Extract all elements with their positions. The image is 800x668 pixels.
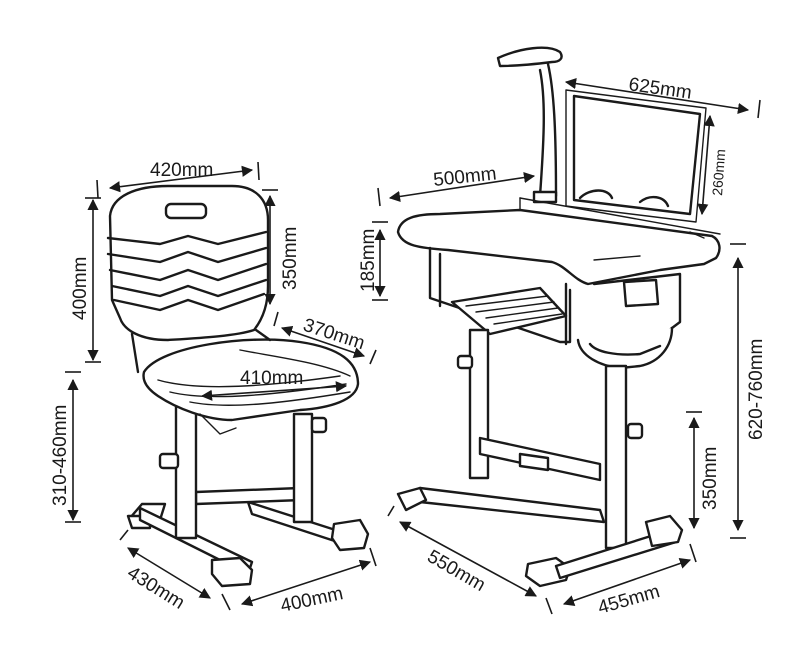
desk-base bbox=[396, 452, 684, 588]
label-desk-top-thickness: 185mm bbox=[358, 229, 379, 292]
desk-reading-board bbox=[565, 89, 707, 223]
desk-shelf bbox=[428, 246, 682, 370]
label-desk-board-height: 260mm bbox=[709, 149, 728, 197]
dim-line-chair-seat-width bbox=[200, 381, 348, 401]
label-desk-top-width: 500mm bbox=[432, 163, 497, 191]
dim-line-chair-seat-depth bbox=[280, 325, 366, 359]
label-desk-leg-height: 350mm bbox=[700, 447, 721, 510]
dim-line-chair-base-width bbox=[240, 559, 372, 607]
label-desk-base-width: 455mm bbox=[596, 581, 663, 619]
dim-line-desk-board-height bbox=[697, 114, 715, 216]
dim-line-chair-base-depth bbox=[127, 547, 211, 599]
desk-lamp bbox=[496, 46, 563, 204]
desk-top bbox=[396, 197, 721, 286]
label-chair-seat-height: 310-460mm bbox=[50, 405, 71, 506]
label-chair-base-depth: 430mm bbox=[123, 562, 188, 613]
dim-line-chair-back-width bbox=[108, 165, 254, 193]
desk-dimensions: 625mm 260mm 500mm 185mm 620-760mm 350mm … bbox=[358, 74, 767, 619]
desk-drawing bbox=[396, 46, 721, 588]
label-chair-back-height: 350mm bbox=[280, 227, 301, 290]
chair-posts bbox=[158, 398, 328, 540]
dim-line-desk-base-width bbox=[562, 558, 692, 606]
chair-backrest bbox=[106, 184, 272, 374]
chair-drawing bbox=[106, 184, 370, 588]
label-chair-total-back: 400mm bbox=[70, 257, 91, 320]
dim-line-desk-top-width bbox=[388, 171, 536, 203]
label-desk-height: 620-760mm bbox=[746, 339, 767, 440]
label-desk-base-depth: 550mm bbox=[424, 546, 489, 596]
dim-line-desk-base-depth bbox=[399, 521, 537, 597]
label-chair-seat-width: 410mm bbox=[240, 368, 303, 389]
chair-base bbox=[126, 486, 370, 588]
dim-line-desk-625 bbox=[564, 77, 750, 115]
label-chair-back-width: 420mm bbox=[150, 160, 213, 181]
